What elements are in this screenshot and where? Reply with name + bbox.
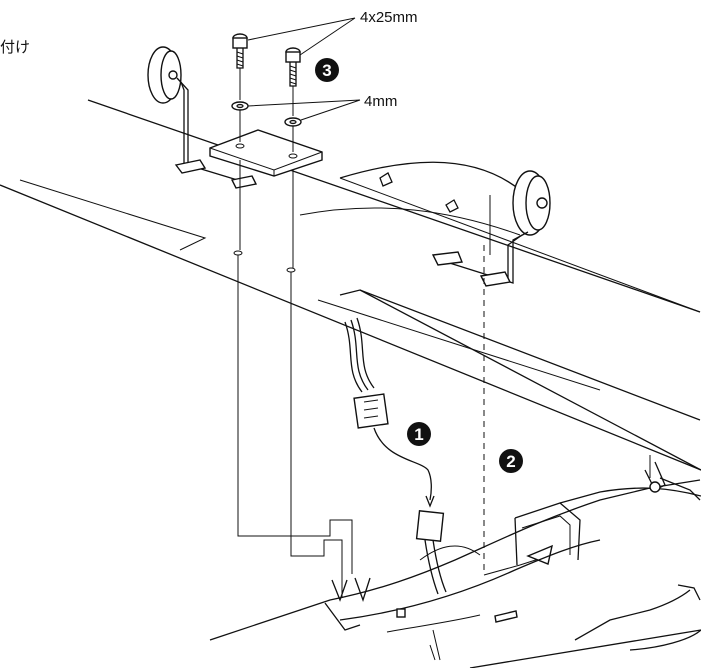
step-badge-2: 2 (499, 449, 523, 473)
screw-spec-label: 4x25mm (360, 9, 418, 26)
svg-text:1: 1 (414, 425, 423, 444)
wing-panel (0, 99, 701, 471)
fuselage-badge (494, 610, 518, 623)
partial-heading: 付け (0, 38, 30, 56)
washer-spec-label: 4mm (364, 93, 397, 110)
screw-left (232, 33, 248, 69)
step-badge-3: 3 (315, 58, 339, 82)
svg-text:3: 3 (322, 61, 331, 80)
mounting-plate (209, 129, 323, 177)
right-landing-gear (379, 170, 551, 287)
mounting-hardware (209, 33, 323, 273)
routing-guides (237, 195, 553, 603)
svg-text:2: 2 (506, 452, 515, 471)
step-badge-1: 1 (407, 422, 431, 446)
left-landing-gear (147, 46, 258, 189)
connector-upper (353, 393, 389, 429)
wiring-harness (344, 317, 447, 595)
callouts (247, 17, 361, 121)
fuselage (209, 455, 701, 668)
connector-lower (415, 510, 445, 542)
screw-right (285, 47, 301, 87)
